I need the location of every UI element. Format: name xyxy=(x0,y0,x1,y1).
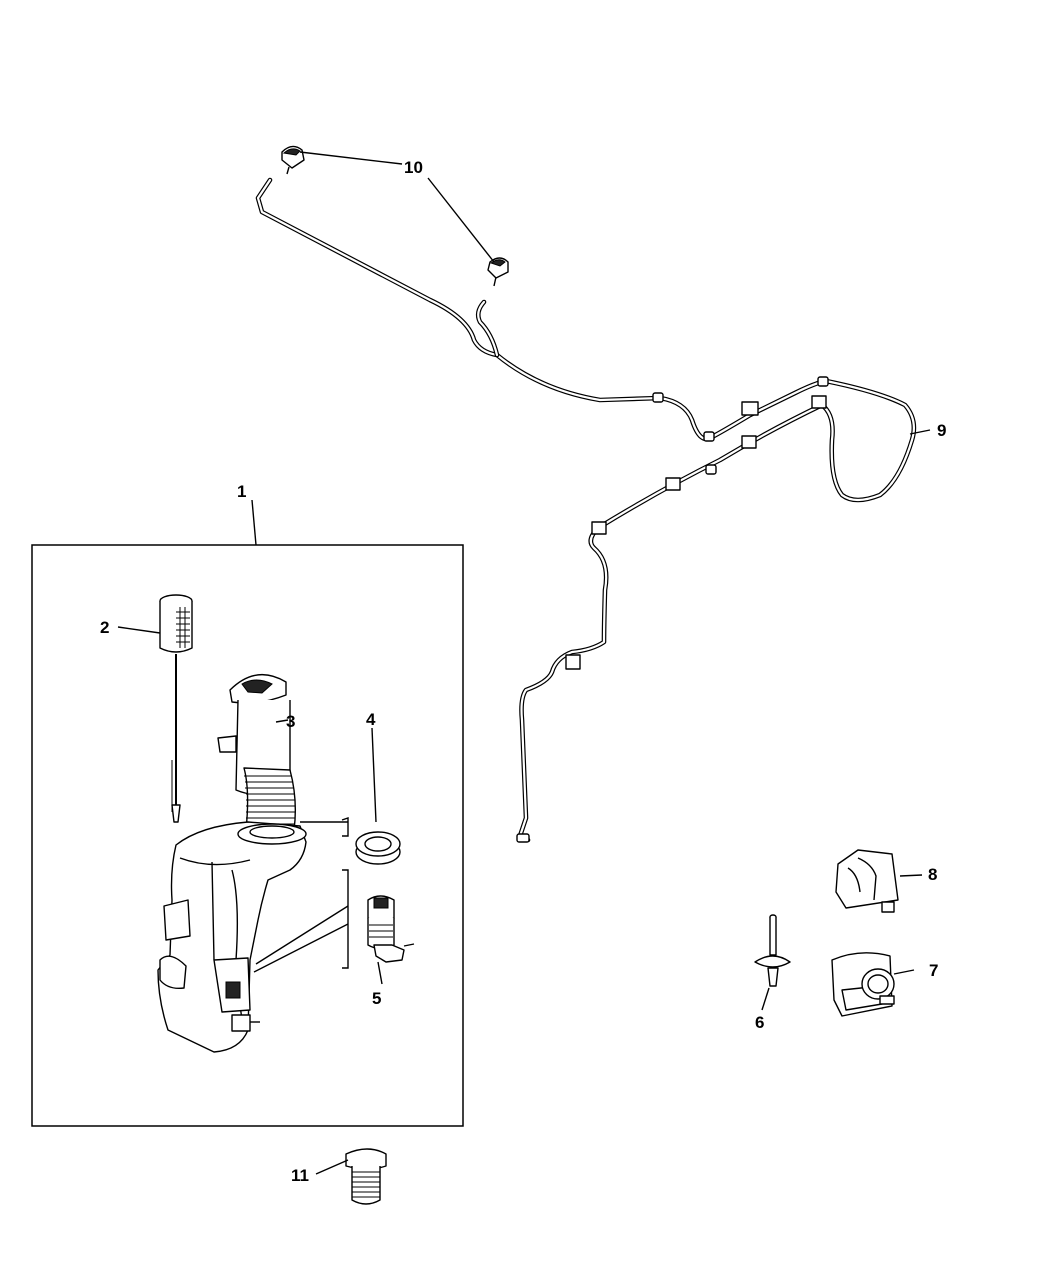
washer-reservoir xyxy=(157,821,307,1053)
pump-grommet xyxy=(355,831,401,865)
washer-pump xyxy=(367,895,415,963)
washer-hose-assembly xyxy=(255,177,917,843)
callout-1: 1 xyxy=(237,482,246,501)
washer-nozzle-right xyxy=(487,257,509,287)
hose-clip-u xyxy=(835,849,899,913)
callout-5: 5 xyxy=(372,989,381,1008)
leader-lines xyxy=(117,151,931,1175)
reservoir-kit-frame xyxy=(31,544,464,1127)
callout-11: 11 xyxy=(291,1166,309,1185)
detail-brackets xyxy=(253,817,349,973)
filler-neck xyxy=(217,673,297,831)
push-pin xyxy=(754,914,791,987)
plastic-fastener xyxy=(345,1148,387,1205)
callout-6: 6 xyxy=(755,1013,764,1032)
callout-3: 3 xyxy=(286,712,295,731)
hose-clip-round xyxy=(831,952,895,1017)
callout-4: 4 xyxy=(366,710,376,729)
level-sensor xyxy=(159,594,193,823)
callout-8: 8 xyxy=(928,865,937,884)
callout-7: 7 xyxy=(929,961,938,980)
callout-9: 9 xyxy=(937,421,946,440)
callout-2: 2 xyxy=(100,618,109,637)
callout-10: 10 xyxy=(404,158,423,177)
washer-nozzle-left xyxy=(281,145,305,175)
